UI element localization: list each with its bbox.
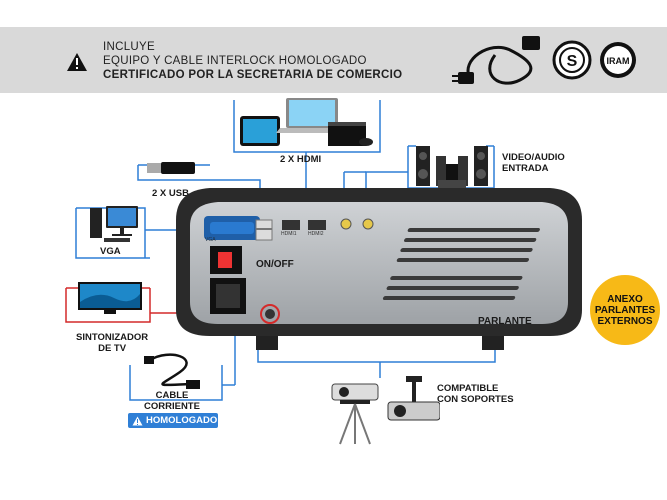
- banner-line-1: INCLUYE: [103, 41, 155, 53]
- port-hdmi1-text: HDMI1: [281, 231, 297, 237]
- usb-stick-icon: [147, 162, 195, 174]
- cable-label: CABLE CORRIENTE: [144, 390, 200, 412]
- projector-rear-panel: [176, 188, 582, 350]
- anexo-line-1: ANEXO: [607, 293, 643, 305]
- banner-line-3: CERTIFICADO POR LA SECRETARIA DE COMERCI…: [103, 69, 403, 81]
- cable-line-2: CORRIENTE: [144, 401, 200, 412]
- anexo-line-2: PARLANTES: [594, 304, 656, 316]
- video-audio-line-1: VIDEO/AUDIO: [502, 152, 565, 163]
- desktop-computer-icon: [90, 206, 138, 242]
- iram-seal-icon: IRAM: [600, 42, 636, 78]
- speakers-icon: [416, 146, 488, 188]
- usb-label: 2 X USB: [152, 188, 189, 199]
- tuner-line-1: SINTONIZADOR: [76, 332, 149, 343]
- external-speakers-badge: ANEXO PARLANTES EXTERNOS: [590, 275, 660, 345]
- power-cord-icon: [144, 353, 200, 389]
- tuner-line-2: DE TV: [98, 343, 127, 354]
- seal-s-text: S: [567, 53, 578, 70]
- parlante-label: PARLANTE: [478, 316, 532, 327]
- warning-icon: [67, 53, 87, 71]
- banner-line-2: EQUIPO Y CABLE INTERLOCK HOMOLOGADO: [103, 55, 367, 67]
- anexo-line-3: EXTERNOS: [597, 315, 653, 327]
- warning-small-icon: [132, 416, 143, 425]
- vga-label: VGA: [100, 246, 121, 257]
- port-hdmi2-text: HDMI2: [308, 231, 324, 237]
- video-audio-line-2: ENTRADA: [502, 163, 549, 174]
- compatible-label: COMPATIBLE CON SOPORTES: [437, 383, 514, 405]
- compatible-line-2: CON SOPORTES: [437, 394, 514, 405]
- seal-iram-text: IRAM: [607, 56, 630, 66]
- tv-icon: [78, 282, 142, 314]
- power-cable-icon: [452, 36, 540, 85]
- cable-line-1: CABLE: [155, 390, 189, 401]
- hdmi-label: 2 X HDMI: [280, 154, 322, 165]
- onoff-label: ON/OFF: [256, 259, 294, 270]
- banner-text: INCLUYE EQUIPO Y CABLE INTERLOCK HOMOLOG…: [103, 40, 402, 82]
- homologado-text: HOMOLOGADO: [146, 415, 218, 426]
- tuner-label: SINTONIZADOR DE TV: [76, 332, 148, 354]
- projector-mounts-icon: [331, 376, 440, 445]
- compatible-line-1: COMPATIBLE: [437, 383, 499, 394]
- video-audio-label: VIDEO/AUDIO ENTRADA: [502, 152, 565, 174]
- homologado-badge: HOMOLOGADO: [128, 413, 218, 428]
- s-mark-seal-icon: S: [552, 40, 592, 80]
- port-vga-text: VGA: [205, 237, 216, 243]
- hdmi-devices-icon: [240, 98, 373, 146]
